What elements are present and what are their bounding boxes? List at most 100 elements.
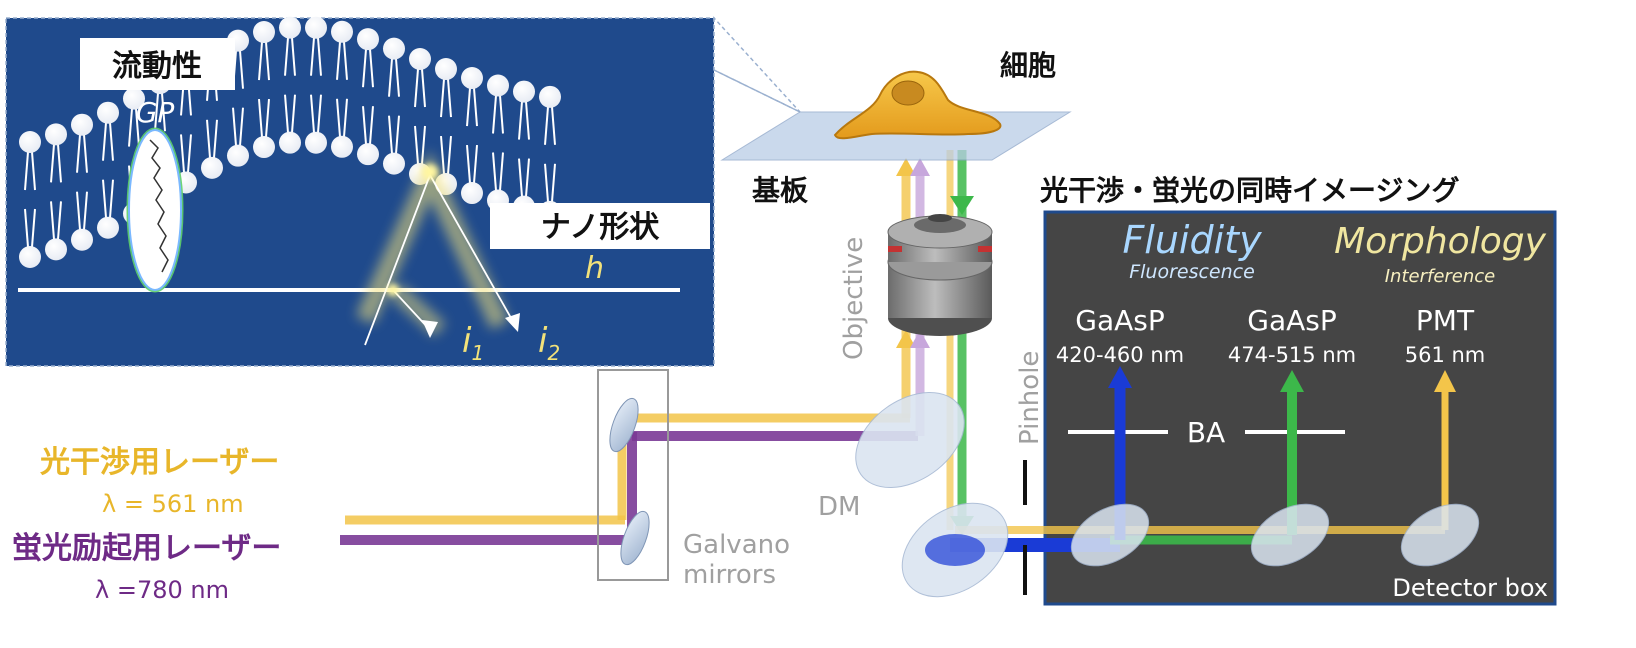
lipid-tail <box>466 87 471 127</box>
lipid-head <box>253 21 275 44</box>
lipid-head <box>279 16 301 39</box>
lipid-tail <box>265 98 270 138</box>
lipid-head <box>97 216 119 239</box>
intensity-1-label: i1 <box>462 321 484 365</box>
lipid-head <box>461 182 483 205</box>
lipid-tail <box>544 163 549 202</box>
fluidity-label-box <box>80 38 235 90</box>
lipid-head <box>253 136 275 159</box>
morphology-title: Morphology <box>1334 221 1546 262</box>
lipid-tail <box>239 107 244 146</box>
lipid-tail <box>284 94 289 133</box>
lipid-tail <box>76 134 81 173</box>
lipid-tail <box>206 119 211 158</box>
gp-probe <box>126 127 184 293</box>
lipid-head <box>45 238 67 261</box>
detector-dm-3 <box>1400 503 1480 567</box>
fluidity-subtitle: Fluorescence <box>1129 261 1255 283</box>
detector-2-range: 474-515 nm <box>1228 343 1356 367</box>
callout-edge <box>713 69 801 113</box>
detector-dm-1 <box>1070 503 1150 567</box>
lipid-tail <box>239 50 244 89</box>
lipid-tail <box>24 208 29 248</box>
intensity-2-label: i2 <box>538 321 560 365</box>
morphology-subtitle: Interference <box>1385 266 1496 287</box>
interference-rays <box>355 150 520 346</box>
lipid-head <box>19 245 41 268</box>
lipid-tail <box>284 37 289 76</box>
lipid-tail <box>343 41 348 80</box>
detector-dm-2 <box>1250 503 1330 567</box>
lipid-tail <box>109 179 114 218</box>
lipid-tail <box>447 78 452 118</box>
detector-3-range: 561 nm <box>1405 343 1486 367</box>
detector-2-name: GaAsP <box>1247 304 1336 337</box>
lipid-tail <box>551 106 556 145</box>
lipid-tail <box>310 37 315 76</box>
lipid-tail <box>57 201 62 240</box>
lipid-tail <box>440 135 445 175</box>
lipid-tail <box>258 98 263 138</box>
galvano-label-line1: Galvano <box>683 530 790 560</box>
dm-upper <box>855 391 965 489</box>
lipid-tail <box>31 151 36 191</box>
lipid-tail <box>102 122 107 161</box>
lipid-tail <box>466 144 471 184</box>
lipid-tail <box>128 108 133 147</box>
nanoshape-label: ナノ形状 <box>541 210 660 245</box>
cell <box>833 70 1002 140</box>
lipid-tail <box>291 94 296 133</box>
lipid-tail <box>265 41 270 81</box>
lipid-tail <box>551 163 556 202</box>
fluidity-label: 流動性 <box>112 49 202 84</box>
lipid-head <box>71 228 93 251</box>
interference-laser-label: 光干渉用レーザー <box>40 445 279 480</box>
gp-label: GP <box>136 96 175 129</box>
lipid-tail <box>336 41 341 80</box>
lipid-head <box>279 131 301 154</box>
objective-label: Objective <box>839 237 869 360</box>
lipid-tail <box>362 49 367 88</box>
lipid-tail <box>102 179 107 218</box>
lipid-tail <box>161 93 166 132</box>
lipid-tail <box>369 106 374 145</box>
galvano-mirror-bottom <box>620 510 650 566</box>
lipid-tail <box>414 68 419 108</box>
detector-3-name: PMT <box>1416 304 1475 337</box>
lipid-tail <box>473 87 478 127</box>
galvano-mirror-top <box>609 397 639 453</box>
objective-lens <box>887 214 993 336</box>
lipid-head <box>435 58 457 81</box>
excitation-laser-wavelength: λ =780 nm <box>95 576 229 604</box>
lipid-head <box>487 74 509 97</box>
lipid-tail <box>258 41 263 81</box>
lipid-tail <box>232 107 237 146</box>
lipid-tail <box>525 158 530 197</box>
lipid-head <box>19 130 41 153</box>
lipid-tail <box>492 95 497 134</box>
lipid-head <box>383 37 405 60</box>
optics <box>597 70 1480 598</box>
lipid-head <box>409 47 431 70</box>
callout-wedge <box>713 16 801 113</box>
lipid-tail <box>499 95 504 134</box>
lipid-tail <box>317 37 322 76</box>
lipid-tail <box>525 101 530 140</box>
lipid-head <box>123 87 145 110</box>
lipid-head <box>227 144 249 167</box>
lipid-tail <box>57 144 62 183</box>
lipid-tail <box>492 152 497 191</box>
lipid-tail <box>421 68 426 108</box>
lipid-tail <box>154 93 159 132</box>
lipid-tail <box>50 201 55 240</box>
detector-1-range: 420-460 nm <box>1056 343 1184 367</box>
substrate-label: 基板 <box>752 174 808 207</box>
imaging-title: 光干渉・蛍光の同時イメージング <box>1039 174 1459 207</box>
lipid-tail <box>369 49 374 88</box>
lipid-tail <box>187 134 192 173</box>
lipid-tail <box>343 98 348 137</box>
lipid-head <box>331 20 353 43</box>
galvano-label-line2: mirrors <box>683 560 776 590</box>
lipid-head <box>357 143 379 166</box>
